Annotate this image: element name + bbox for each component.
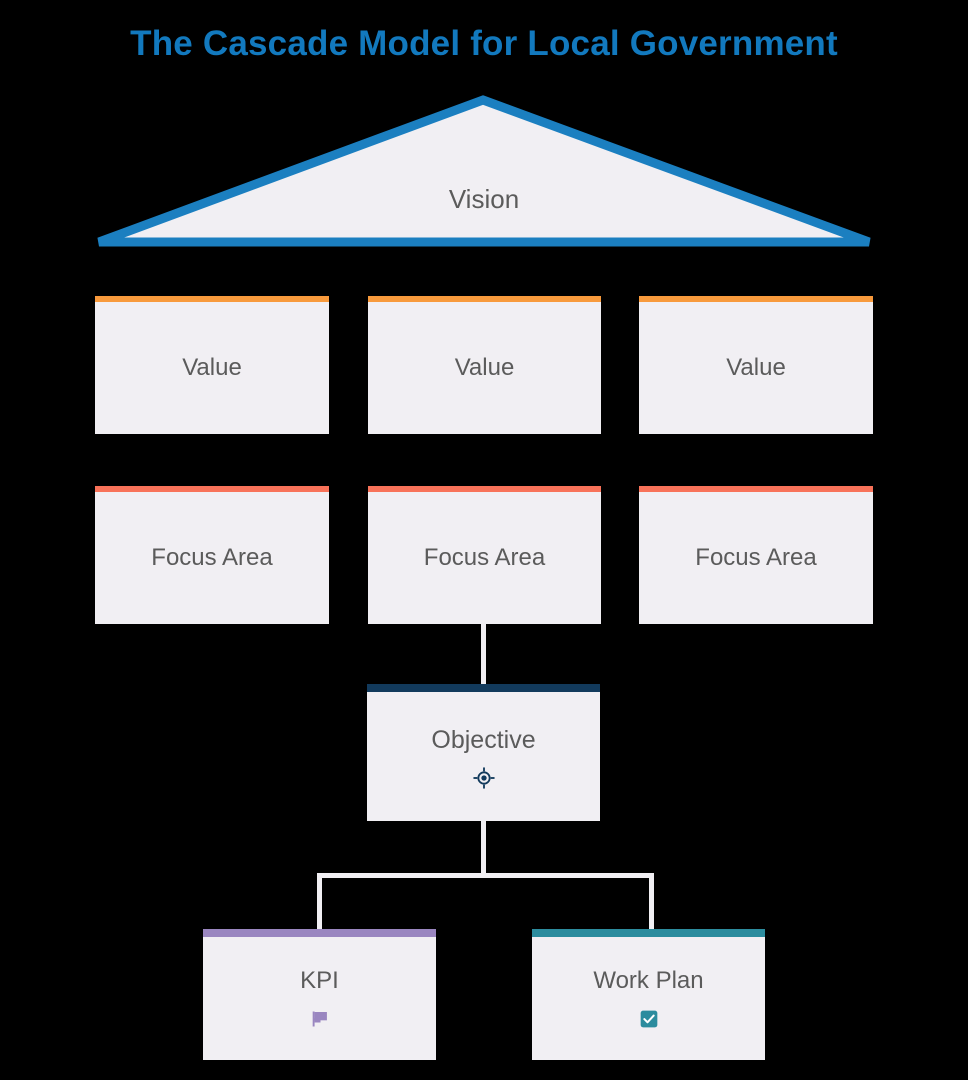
value-card[interactable]: Value — [639, 296, 873, 434]
objective-card[interactable]: Objective — [367, 684, 600, 821]
focus-area-card[interactable]: Focus Area — [95, 486, 329, 624]
vision-label: Vision — [448, 183, 520, 214]
value-label: Value — [182, 353, 242, 381]
focus-area-label: Focus Area — [423, 543, 546, 571]
kpi-label: KPI — [300, 967, 339, 995]
focus-area-label: Focus Area — [695, 543, 817, 571]
work-plan-card[interactable]: Work Plan — [532, 929, 765, 1060]
value-card[interactable]: Value — [368, 296, 601, 434]
checkbox-checked-icon — [639, 1008, 659, 1030]
focus-area-label: Focus Area — [151, 543, 273, 571]
page-title: The Cascade Model for Local Government — [130, 24, 838, 63]
objective-label: Objective — [431, 725, 536, 754]
vision-triangle-shape — [97, 95, 871, 247]
connector-objective-stem — [481, 821, 486, 877]
value-label: Value — [454, 353, 515, 381]
work-plan-label: Work Plan — [593, 967, 704, 995]
value-card[interactable]: Value — [95, 296, 329, 434]
target-icon — [472, 766, 495, 789]
flag-icon — [310, 1008, 330, 1030]
connector-branch-bar — [317, 873, 654, 878]
connector-focus-to-objective — [481, 624, 486, 686]
kpi-card[interactable]: KPI — [203, 929, 436, 1060]
connector-branch-to-work-plan — [649, 873, 654, 931]
vision-node[interactable]: Vision — [94, 95, 874, 247]
connector-branch-to-kpi — [317, 873, 322, 931]
focus-area-card[interactable]: Focus Area — [368, 486, 601, 624]
value-label: Value — [726, 353, 786, 381]
focus-area-card[interactable]: Focus Area — [639, 486, 873, 624]
